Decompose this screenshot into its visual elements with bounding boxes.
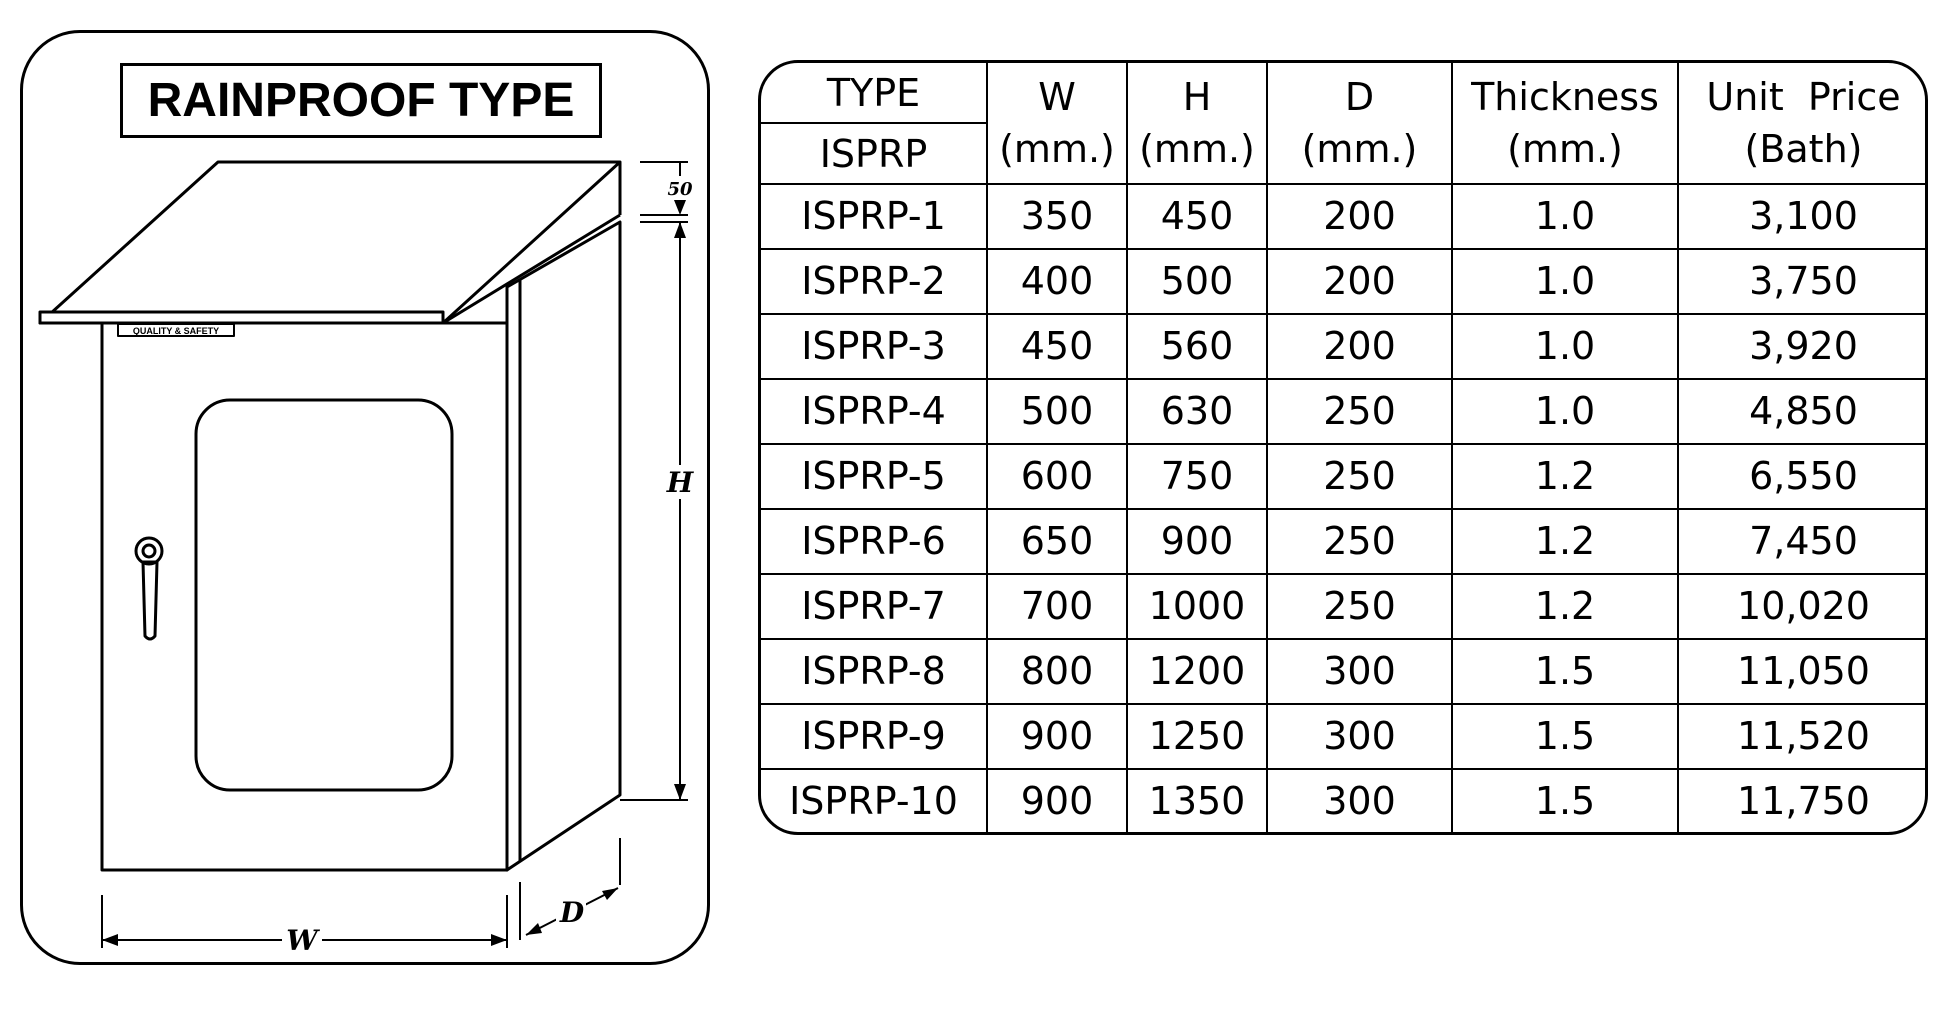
spec-table-frame: TYPE ISPRP W (mm.) H (mm.) D (mm.) bbox=[758, 60, 1928, 835]
cell-type: ISPRP-1 bbox=[761, 183, 988, 250]
header-width: W (mm.) bbox=[986, 63, 1128, 185]
cell-height: 750 bbox=[1126, 442, 1268, 510]
cell-price: 11,750 bbox=[1677, 767, 1925, 832]
header-width-unit: (mm.) bbox=[999, 127, 1115, 171]
cell-thickness: 1.2 bbox=[1451, 572, 1679, 640]
cell-width: 450 bbox=[986, 312, 1128, 380]
cell-width: 650 bbox=[986, 507, 1128, 575]
cell-depth: 250 bbox=[1266, 442, 1453, 510]
cell-price: 3,920 bbox=[1677, 312, 1925, 380]
cell-type: ISPRP-10 bbox=[761, 767, 988, 832]
cell-height: 500 bbox=[1126, 247, 1268, 315]
header-price-label: Unit Price bbox=[1706, 75, 1901, 119]
cell-thickness: 1.5 bbox=[1451, 637, 1679, 705]
cell-type: ISPRP-4 bbox=[761, 377, 988, 445]
cell-depth: 200 bbox=[1266, 247, 1453, 315]
cell-thickness: 1.0 bbox=[1451, 183, 1679, 250]
cell-depth: 250 bbox=[1266, 507, 1453, 575]
cell-type: ISPRP-3 bbox=[761, 312, 988, 380]
header-height: H (mm.) bbox=[1126, 63, 1268, 185]
cell-width: 350 bbox=[986, 183, 1128, 250]
cell-type: ISPRP-2 bbox=[761, 247, 988, 315]
header-thickness: Thickness (mm.) bbox=[1451, 63, 1679, 185]
table-row: ISPRP-5 600 750 250 1.2 6,550 bbox=[761, 442, 1925, 510]
cell-depth: 300 bbox=[1266, 637, 1453, 705]
cell-width: 900 bbox=[986, 702, 1128, 770]
cell-type: ISPRP-6 bbox=[761, 507, 988, 575]
cell-height: 1250 bbox=[1126, 702, 1268, 770]
cell-height: 450 bbox=[1126, 183, 1268, 250]
table-row: ISPRP-10 900 1350 300 1.5 11,750 bbox=[761, 767, 1925, 832]
table-row: ISPRP-9 900 1250 300 1.5 11,520 bbox=[761, 702, 1925, 770]
cell-depth: 250 bbox=[1266, 377, 1453, 445]
cell-height: 630 bbox=[1126, 377, 1268, 445]
cell-height: 1350 bbox=[1126, 767, 1268, 832]
table-row: ISPRP-1 350 450 200 1.0 3,100 bbox=[761, 183, 1925, 250]
cell-price: 6,550 bbox=[1677, 442, 1925, 510]
cell-thickness: 1.0 bbox=[1451, 377, 1679, 445]
cell-thickness: 1.0 bbox=[1451, 312, 1679, 380]
cell-width: 600 bbox=[986, 442, 1128, 510]
cell-width: 800 bbox=[986, 637, 1128, 705]
header-depth: D (mm.) bbox=[1266, 63, 1453, 185]
table-header-row: TYPE ISPRP W (mm.) H (mm.) D (mm.) bbox=[761, 63, 1925, 185]
cell-depth: 300 bbox=[1266, 702, 1453, 770]
cell-width: 900 bbox=[986, 767, 1128, 832]
cell-thickness: 1.2 bbox=[1451, 507, 1679, 575]
header-price-unit: (Bath) bbox=[1744, 127, 1863, 171]
cell-depth: 200 bbox=[1266, 312, 1453, 380]
table-row: ISPRP-2 400 500 200 1.0 3,750 bbox=[761, 247, 1925, 315]
drawing-title: RAINPROOF TYPE bbox=[120, 63, 602, 138]
cell-thickness: 1.2 bbox=[1451, 442, 1679, 510]
header-type-label: TYPE bbox=[761, 63, 986, 124]
table-row: ISPRP-8 800 1200 300 1.5 11,050 bbox=[761, 637, 1925, 705]
cell-type: ISPRP-7 bbox=[761, 572, 988, 640]
cell-thickness: 1.5 bbox=[1451, 702, 1679, 770]
header-thickness-label: Thickness bbox=[1471, 75, 1659, 119]
cell-price: 3,100 bbox=[1677, 183, 1925, 250]
header-thickness-unit: (mm.) bbox=[1507, 127, 1623, 171]
cell-price: 4,850 bbox=[1677, 377, 1925, 445]
cell-price: 3,750 bbox=[1677, 247, 1925, 315]
cell-depth: 250 bbox=[1266, 572, 1453, 640]
cell-type: ISPRP-8 bbox=[761, 637, 988, 705]
cell-price: 7,450 bbox=[1677, 507, 1925, 575]
table-row: ISPRP-4 500 630 250 1.0 4,850 bbox=[761, 377, 1925, 445]
cell-width: 500 bbox=[986, 377, 1128, 445]
cell-price: 10,020 bbox=[1677, 572, 1925, 640]
cell-width: 700 bbox=[986, 572, 1128, 640]
table-row: ISPRP-7 700 1000 250 1.2 10,020 bbox=[761, 572, 1925, 640]
cell-height: 900 bbox=[1126, 507, 1268, 575]
header-width-label: W bbox=[1038, 75, 1076, 119]
cell-price: 11,520 bbox=[1677, 702, 1925, 770]
header-depth-unit: (mm.) bbox=[1301, 127, 1418, 171]
cell-height: 560 bbox=[1126, 312, 1268, 380]
header-depth-label: D bbox=[1344, 75, 1375, 119]
header-type-series: ISPRP bbox=[819, 131, 928, 176]
table-row: ISPRP-6 650 900 250 1.2 7,450 bbox=[761, 507, 1925, 575]
header-type: TYPE ISPRP bbox=[761, 63, 988, 185]
header-price: Unit Price (Bath) bbox=[1677, 63, 1925, 185]
spec-table: TYPE ISPRP W (mm.) H (mm.) D (mm.) bbox=[761, 63, 1925, 832]
header-height-unit: (mm.) bbox=[1139, 127, 1255, 171]
cell-width: 400 bbox=[986, 247, 1128, 315]
drawing-panel bbox=[20, 30, 710, 965]
cell-height: 1000 bbox=[1126, 572, 1268, 640]
cell-type: ISPRP-5 bbox=[761, 442, 988, 510]
cell-type: ISPRP-9 bbox=[761, 702, 988, 770]
cell-height: 1200 bbox=[1126, 637, 1268, 705]
cell-thickness: 1.5 bbox=[1451, 767, 1679, 832]
header-height-label: H bbox=[1182, 75, 1212, 119]
cell-depth: 300 bbox=[1266, 767, 1453, 832]
cell-depth: 200 bbox=[1266, 183, 1453, 250]
table-row: ISPRP-3 450 560 200 1.0 3,920 bbox=[761, 312, 1925, 380]
cell-thickness: 1.0 bbox=[1451, 247, 1679, 315]
cell-price: 11,050 bbox=[1677, 637, 1925, 705]
